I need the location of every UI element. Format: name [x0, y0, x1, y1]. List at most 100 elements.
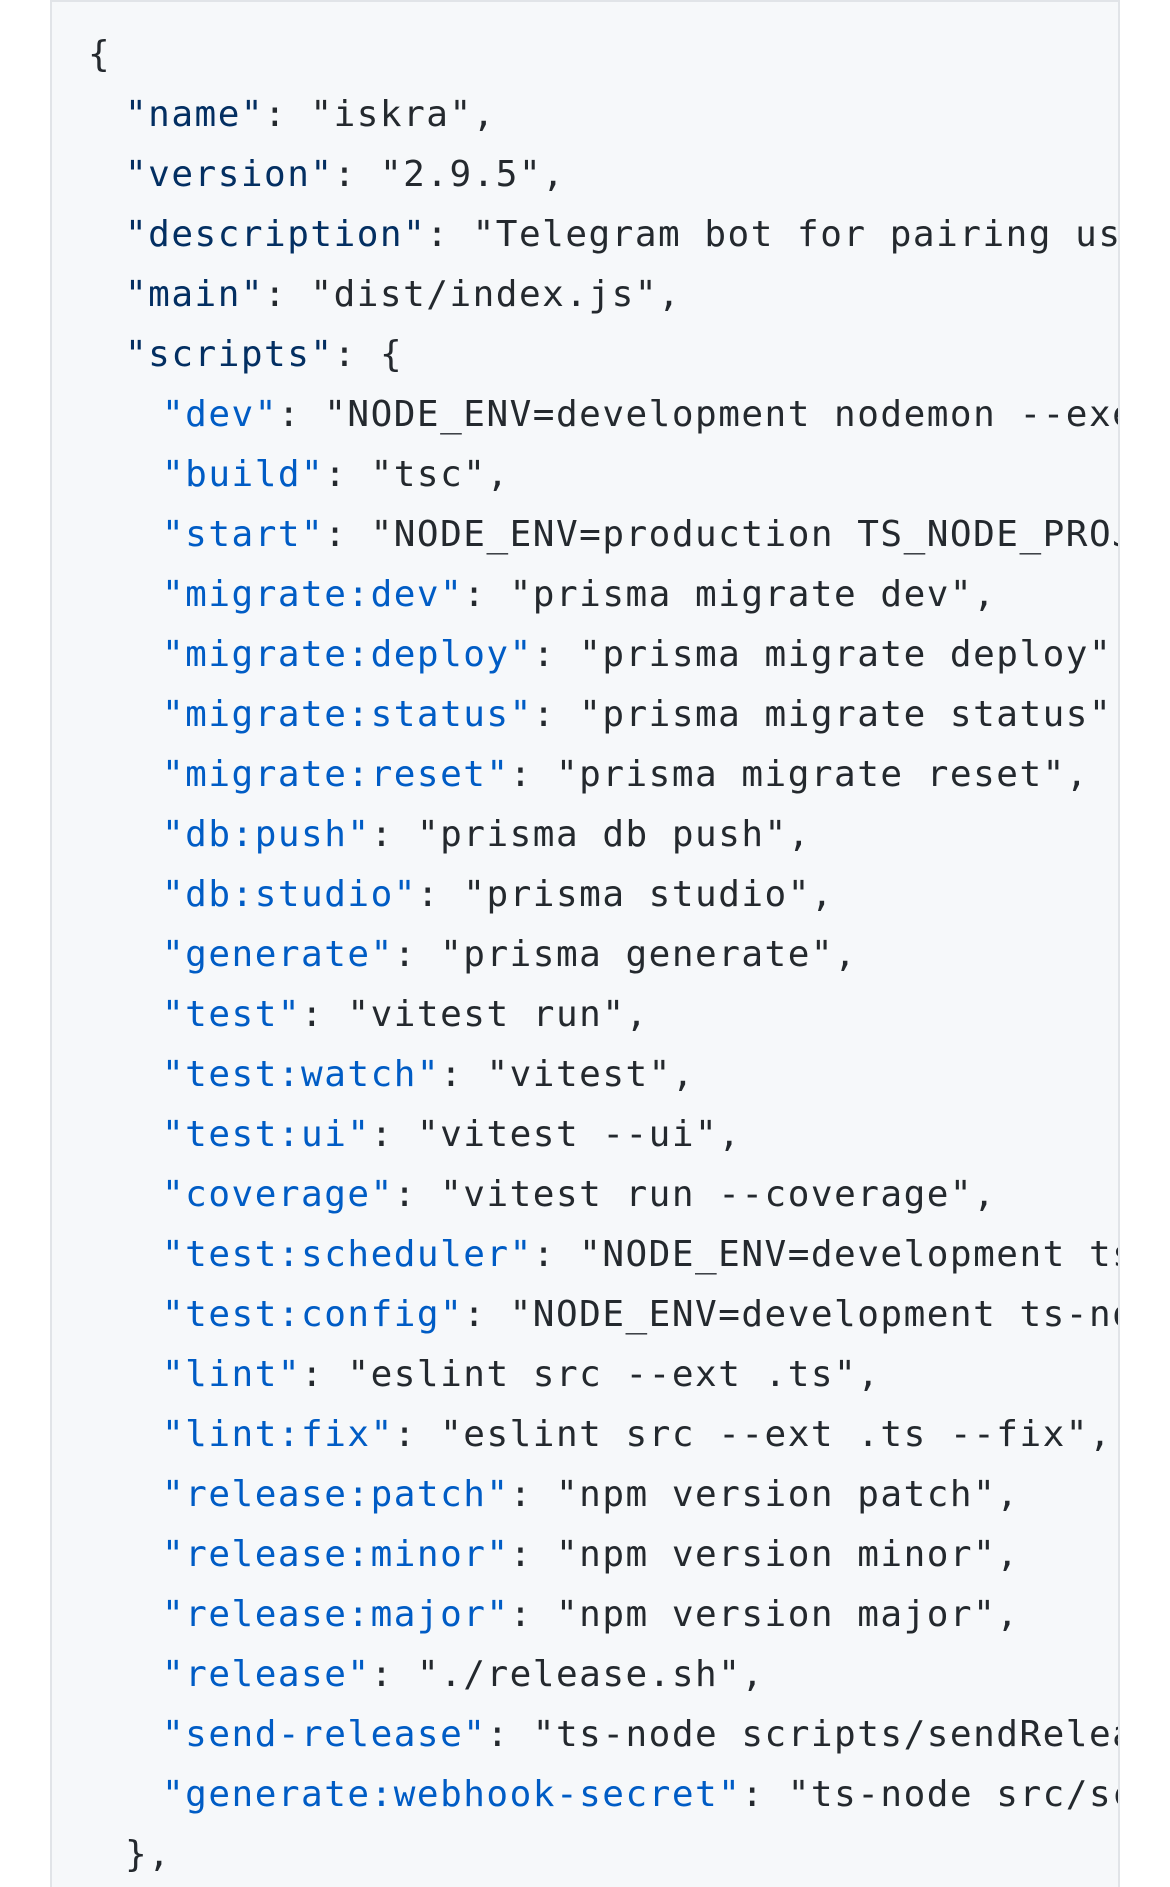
json-value: "prisma generate" — [440, 934, 835, 975]
script-entry: "coverage": "vitest run --coverage", — [162, 1174, 997, 1215]
json-trailing-punct: , — [810, 874, 835, 915]
top-level-entry: "description": "Telegram bot for pairing… — [52, 205, 1118, 265]
json-trailing-punct: , — [996, 1474, 1020, 1515]
json-key: "build" — [162, 454, 325, 495]
json-trailing-punct: , — [787, 814, 811, 855]
json-value: "eslint src --ext .ts --fix" — [440, 1414, 1089, 1455]
json-key: "release:minor" — [162, 1534, 510, 1575]
json-key: "dev" — [162, 394, 278, 435]
json-trailing-punct: , — [973, 574, 997, 615]
top-level-entry: "name": "iskra", — [125, 94, 496, 135]
json-value: "prisma studio" — [463, 874, 811, 915]
script-entry: "migrate:dev": "prisma migrate dev", — [162, 574, 997, 615]
json-trailing-punct: , — [741, 1654, 765, 1695]
json-value: "dist/index.js" — [310, 274, 659, 315]
json-trailing-punct: , — [486, 454, 510, 495]
json-key: "test:ui" — [162, 1114, 371, 1155]
script-entry: "start": "NODE_ENV=production TS_NODE_PR… — [52, 505, 1118, 565]
json-key: "db:studio" — [162, 874, 417, 915]
script-entry: "lint:fix": "eslint src --ext .ts --fix"… — [162, 1414, 1113, 1455]
json-key: "migrate:dev" — [162, 574, 464, 615]
script-entry: "migrate:status": "prisma migrate status… — [52, 685, 1118, 745]
top-level-entry: "scripts": { — [125, 334, 404, 375]
json-trailing-punct: , — [996, 1594, 1020, 1635]
json-key: "start" — [162, 514, 325, 555]
json-trailing-punct: , — [658, 274, 682, 315]
json-key: "test" — [162, 994, 302, 1035]
json-value: { — [379, 334, 404, 375]
script-entry: "build": "tsc", — [162, 454, 510, 495]
json-value: "prisma migrate reset" — [555, 754, 1066, 795]
json-trailing-punct: , — [472, 94, 496, 135]
json-value: "vitest --ui" — [416, 1114, 719, 1155]
script-entry: "db:push": "prisma db push", — [162, 814, 811, 855]
json-key: "name" — [125, 94, 265, 135]
json-key: "db:push" — [162, 814, 371, 855]
json-value: "iskra" — [310, 94, 473, 135]
json-value: "npm version major" — [555, 1594, 997, 1635]
json-value: "prisma migrate status" — [579, 694, 1113, 735]
script-entry: "test": "vitest run", — [162, 994, 649, 1035]
code-block[interactable]: { "name": "iskra", "version": "2.9.5", "de… — [50, 0, 1120, 1887]
json-trailing-punct: , — [625, 994, 649, 1035]
json-value: "vitest run --coverage" — [440, 1174, 974, 1215]
script-entry: "dev": "NODE_ENV=development nodemon --e… — [52, 385, 1118, 445]
script-entry: "generate": "prisma generate", — [162, 934, 858, 975]
json-key: "test:scheduler" — [162, 1234, 533, 1275]
script-entry: "release:major": "npm version major", — [162, 1594, 1020, 1635]
json-key: "migrate:reset" — [162, 754, 510, 795]
json-trailing-punct: , — [1065, 754, 1089, 795]
json-trailing-punct: , — [1112, 694, 1118, 735]
script-entry: "lint": "eslint src --ext .ts", — [162, 1354, 881, 1395]
script-entry: "test:scheduler": "NODE_ENV=development … — [52, 1225, 1118, 1285]
script-entry: "release:minor": "npm version minor", — [162, 1534, 1020, 1575]
top-level-entry: "version": "2.9.5", — [125, 154, 566, 195]
json-trailing-punct: , — [1088, 1414, 1113, 1455]
script-entry: "release": "./release.sh", — [162, 1654, 765, 1695]
top-level-entry: "main": "dist/index.js", — [125, 274, 682, 315]
json-key: "lint" — [162, 1354, 302, 1395]
json-trailing-punct: , — [973, 1174, 997, 1215]
json-key: "coverage" — [162, 1174, 394, 1215]
script-entry: "send-release": "ts-node scripts/sendRel… — [52, 1705, 1118, 1765]
json-value: "npm version patch" — [555, 1474, 997, 1515]
code-lines: { "name": "iskra", "version": "2.9.5", "de… — [52, 25, 1118, 1885]
json-key: "test:config" — [162, 1294, 464, 1335]
close-scripts-line: }, — [52, 1825, 1118, 1885]
json-value: "./release.sh" — [416, 1654, 742, 1695]
script-entry: "generate:webhook-secret": "ts-node src/… — [52, 1765, 1118, 1825]
json-value: "ts-node scripts/sendRelea — [532, 1714, 1118, 1755]
json-trailing-punct: , — [1112, 634, 1118, 675]
script-entry: "migrate:deploy": "prisma migrate deploy… — [52, 625, 1118, 685]
json-value: "Telegram bot for pairing use — [472, 214, 1118, 255]
open-brace-line: { — [52, 25, 1118, 85]
json-value: "2.9.5" — [379, 154, 543, 195]
json-trailing-punct: , — [542, 154, 566, 195]
close-scripts-brace: }, — [125, 1834, 172, 1875]
json-key: "release:major" — [162, 1594, 510, 1635]
json-trailing-punct: , — [857, 1354, 881, 1395]
json-key: "scripts" — [125, 334, 334, 375]
json-value: "ts-node src/sc — [787, 1774, 1118, 1815]
json-value: "npm version minor" — [555, 1534, 997, 1575]
json-key: "migrate:deploy" — [162, 634, 533, 675]
json-value: "tsc" — [370, 454, 487, 495]
json-key: "release" — [162, 1654, 371, 1695]
json-value: "prisma migrate dev" — [509, 574, 974, 615]
json-trailing-punct: , — [996, 1534, 1020, 1575]
json-key: "main" — [125, 274, 265, 315]
json-value: "NODE_ENV=development ts- — [579, 1234, 1118, 1275]
json-key: "description" — [125, 214, 427, 255]
json-value: "prisma db push" — [416, 814, 788, 855]
json-key: "lint:fix" — [162, 1414, 394, 1455]
script-entry: "release:patch": "npm version patch", — [162, 1474, 1020, 1515]
script-entry: "migrate:reset": "prisma migrate reset", — [162, 754, 1089, 795]
script-entry: "test:watch": "vitest", — [162, 1054, 696, 1095]
json-trailing-punct: , — [671, 1054, 696, 1095]
json-trailing-punct: , — [834, 934, 858, 975]
json-trailing-punct: , — [718, 1114, 742, 1155]
json-key: "generate" — [162, 934, 394, 975]
json-key: "generate:webhook-secret" — [162, 1774, 742, 1815]
open-brace: { — [88, 34, 112, 75]
